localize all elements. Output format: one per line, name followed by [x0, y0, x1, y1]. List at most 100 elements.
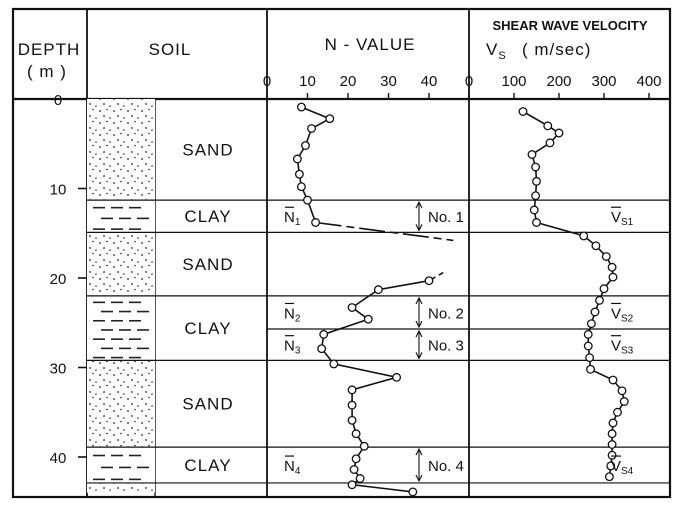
n-value-point	[325, 114, 335, 124]
soil-swatch	[87, 447, 155, 483]
n-value-point	[296, 102, 306, 112]
vs-tick-label: 400	[636, 73, 661, 90]
n-value-point	[355, 474, 365, 483]
vs-point	[595, 295, 604, 305]
vs-layer-label: VS2	[611, 305, 634, 324]
vs-tick-label: 200	[546, 73, 571, 90]
vs-point	[607, 450, 617, 460]
n-value-point	[292, 154, 302, 164]
vs-point	[606, 461, 616, 471]
range-arrow-head	[415, 320, 423, 329]
range-arrow-head	[415, 224, 423, 232]
n-value-point	[301, 141, 310, 150]
soil-label: CLAY	[184, 207, 231, 226]
vs-tick-label: 100	[501, 73, 526, 90]
vs-point	[579, 231, 589, 241]
vs-point	[543, 121, 553, 131]
soil-swatch	[87, 232, 155, 296]
soil-label: SAND	[182, 395, 233, 414]
depth-tick-label: 10	[50, 182, 67, 199]
vs-point	[604, 472, 614, 482]
vs-point	[586, 364, 595, 374]
vs-point	[583, 329, 593, 339]
n-value-point	[319, 329, 329, 339]
depth-tick-label: 30	[50, 361, 67, 378]
vs-point	[607, 440, 617, 449]
vs-tick-label: 0	[465, 73, 473, 90]
vs-layer-label: VS3	[611, 338, 634, 357]
n-value-point	[347, 480, 357, 490]
vs-point	[532, 176, 541, 186]
soil-swatch	[87, 99, 155, 201]
n-tick-label: 20	[340, 73, 357, 90]
n-value-line-upper	[296, 106, 332, 223]
n-value-point	[349, 465, 359, 474]
n-value-point	[392, 372, 402, 382]
vs-point	[619, 397, 629, 406]
depth-tick-label: 20	[50, 271, 67, 288]
vs-point	[545, 138, 555, 148]
soil-label: CLAY	[184, 319, 231, 338]
n-tick-label: 10	[299, 73, 316, 90]
range-arrow-head	[415, 200, 423, 209]
soil-swatch	[87, 482, 155, 493]
depth-tick-label: 40	[50, 450, 67, 467]
n-layer-label: N4	[284, 458, 301, 477]
vs-point	[608, 375, 618, 385]
n-value-dashed	[315, 221, 454, 242]
soil-swatch	[87, 200, 155, 233]
vs-point	[607, 262, 617, 272]
n-tick-label: 40	[421, 73, 438, 90]
n-layer-label: N3	[284, 338, 301, 357]
nvalue-header: N - VALUE	[325, 35, 416, 54]
soil-swatch	[87, 295, 155, 361]
n-layer-label: N1	[284, 209, 301, 228]
vs-point	[591, 241, 601, 251]
depth-header: DEPTH	[18, 40, 81, 59]
shear-header: SHEAR WAVE VELOCITY	[492, 18, 647, 33]
vs-point	[583, 341, 593, 351]
vs-point	[585, 353, 595, 363]
depth-unit: ( m )	[27, 62, 67, 81]
vs-point	[518, 107, 528, 116]
range-arrow-head	[415, 296, 423, 305]
n-value-point	[317, 344, 327, 354]
vs-point	[531, 162, 541, 172]
n-value-point	[373, 285, 383, 295]
soil-label: SAND	[182, 141, 233, 160]
vs-point	[608, 418, 618, 428]
soil-label: CLAY	[184, 456, 231, 475]
n-value-point	[296, 182, 306, 192]
vs-point	[601, 252, 611, 261]
range-arrow-head	[415, 352, 423, 360]
soil-label: SAND	[182, 255, 233, 274]
vs-tick-label: 300	[591, 73, 616, 90]
n-tick-label: 0	[263, 73, 271, 90]
n-layer-label: N2	[284, 305, 301, 324]
n-value-point	[351, 454, 361, 464]
n-tick-label: 30	[380, 73, 397, 90]
vs-point	[599, 284, 609, 294]
range-arrow-head	[415, 447, 423, 456]
n-value-point	[363, 314, 373, 324]
n-value-point	[311, 218, 321, 227]
vs-point	[607, 429, 617, 439]
vs-layer-label: VS4	[611, 458, 634, 477]
vs-layer-label: VS1	[611, 209, 634, 228]
soil-swatch	[87, 360, 155, 448]
vs-point	[586, 319, 596, 329]
n-value-point	[424, 276, 434, 286]
layer-number-label: No. 1	[428, 209, 464, 226]
vs-symbol: VS	[486, 40, 507, 62]
depth-tick-label: 0	[54, 92, 62, 109]
n-value-point	[329, 359, 339, 369]
n-value-point	[294, 169, 304, 179]
vs-point	[532, 218, 541, 227]
soil-header: SOIL	[149, 40, 192, 59]
range-arrow-head	[415, 329, 423, 338]
layer-number-label: No. 3	[428, 338, 464, 355]
n-value-point	[408, 487, 418, 497]
n-value-point	[359, 441, 369, 451]
vs-point	[617, 386, 627, 396]
vs-point	[529, 205, 539, 215]
